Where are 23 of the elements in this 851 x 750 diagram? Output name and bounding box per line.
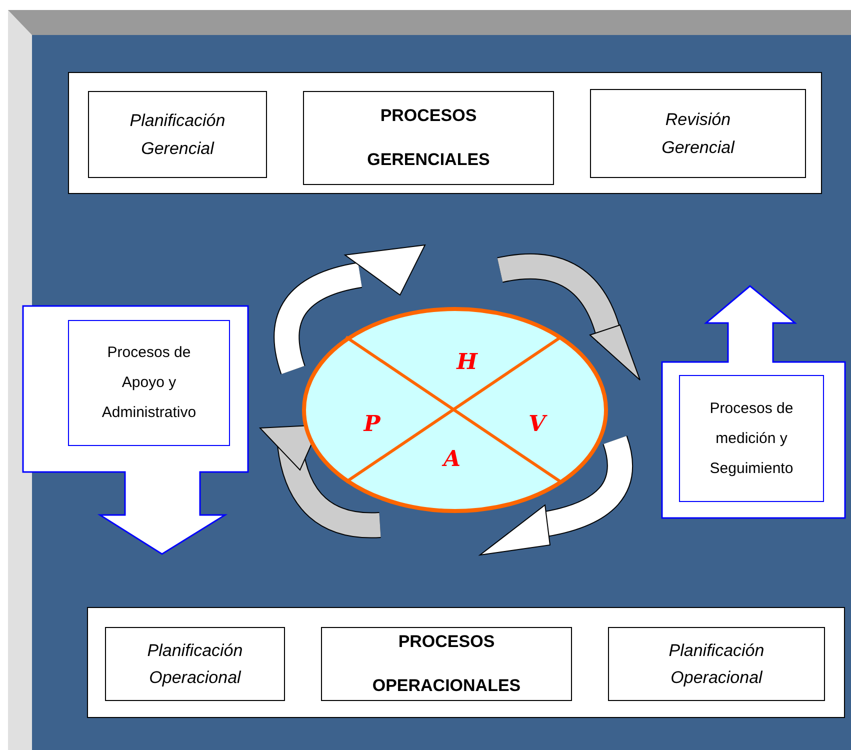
pdca-ellipse <box>302 307 608 513</box>
quadrant-letter: A <box>443 448 461 470</box>
process-band <box>87 607 845 718</box>
process-label: Procesos de medición y Seguimiento <box>708 398 794 478</box>
process-box <box>105 627 285 701</box>
process-label: PROCESOS OPERACIONALES <box>371 630 522 697</box>
process-box <box>88 91 267 178</box>
quadrant-letter: H <box>456 351 478 373</box>
process-label: Planificación Operacional <box>146 640 244 689</box>
quadrant-letter: V <box>528 413 546 435</box>
process-box <box>590 89 806 178</box>
process-label: PROCESOS GERENCIALES <box>366 104 491 171</box>
quadrant-letter: P <box>364 413 380 435</box>
process-box <box>321 627 572 701</box>
process-label: Planificación Gerencial <box>128 110 226 160</box>
process-label: Revisión Gerencial <box>660 109 736 158</box>
process-label: Planificación Operacional <box>668 640 766 689</box>
process-box <box>303 91 554 185</box>
process-band <box>68 72 822 194</box>
process-label: Procesos de Apoyo y Administrativo <box>100 343 198 423</box>
process-box <box>68 320 230 446</box>
process-box <box>608 627 825 701</box>
process-box <box>679 375 824 502</box>
